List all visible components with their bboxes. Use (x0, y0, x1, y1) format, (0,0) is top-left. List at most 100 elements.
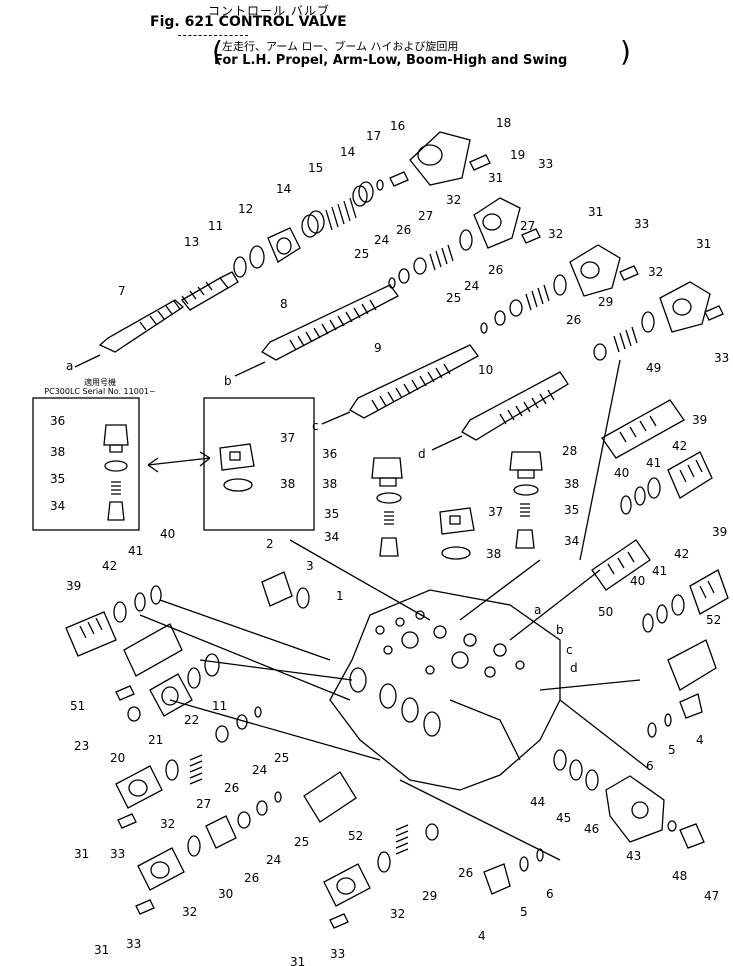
callout: 47 (704, 889, 719, 903)
english-subtitle: For L.H. Propel, Arm-Low, Boom-High and … (214, 53, 568, 68)
piston-30 (205, 815, 237, 849)
bolt-23 (115, 685, 135, 701)
cap-31d (115, 765, 163, 809)
callout: 26 (488, 263, 503, 277)
ring-40b (642, 613, 654, 633)
callout: 6 (646, 759, 654, 773)
callout: 26 (458, 866, 473, 880)
leader-line-8 (399, 779, 561, 861)
callout: 33 (634, 217, 649, 231)
inset-caption: 適用号機 PC300LC Serial No. 11001~ (30, 378, 170, 396)
callout: 41 (652, 564, 667, 578)
plug-28 (509, 451, 543, 479)
collar-26a (413, 257, 427, 275)
callout: 26 (396, 223, 411, 237)
callout: 29 (598, 295, 613, 309)
figure-title: Fig. 621 CONTROL VALVE (150, 14, 347, 30)
o-ring-32a (459, 229, 473, 251)
leader-d (431, 435, 463, 451)
leader-line-1 (159, 599, 331, 661)
callout: 13 (184, 235, 199, 249)
callout: 38 (322, 477, 337, 491)
o-ring-38-mid-right (441, 546, 471, 560)
callout: 11 (212, 699, 227, 713)
spring-35-mid (384, 511, 394, 525)
leader-line-2 (139, 614, 351, 701)
ring-46 (585, 769, 599, 791)
o-ring-38-inset (104, 460, 128, 472)
ring-45 (569, 759, 583, 781)
spring-27a (429, 244, 454, 271)
o-ring-38-28 (513, 484, 539, 496)
callout: 39 (712, 525, 727, 539)
callout: 23 (74, 739, 89, 753)
figure-header: コントロール バルブ Fig. 621 CONTROL VALVE ( 左走行、… (150, 2, 710, 72)
ring-42b (671, 594, 685, 616)
callout: 10 (478, 363, 493, 377)
ring-25c (254, 706, 262, 718)
plug-36-inset (103, 424, 129, 453)
piston-34-mid (379, 537, 399, 557)
callout: 2 (266, 537, 274, 551)
callout: 30 (218, 887, 233, 901)
spool-10 (461, 371, 569, 441)
ring-41a (634, 486, 646, 506)
callout: b (224, 374, 232, 388)
callout: 34 (50, 499, 65, 513)
bolt-33c (704, 305, 724, 321)
callout: 32 (648, 265, 663, 279)
ring-41c (134, 592, 146, 612)
ring-5b (519, 856, 529, 872)
ring-42a (647, 477, 661, 499)
leader-line-6 (539, 679, 641, 691)
japanese-title: コントロール バルブ (208, 4, 330, 18)
callout: 39 (66, 579, 81, 593)
callout: 14 (276, 182, 291, 196)
callout: 24 (464, 279, 479, 293)
callout: 33 (714, 351, 729, 365)
collar-26d (215, 725, 229, 743)
ring-25b (480, 322, 488, 334)
o-ring-11b (204, 653, 220, 677)
spring-35-inset (111, 481, 121, 495)
plug-36-mid (371, 457, 403, 487)
o-ring-32c (641, 311, 655, 333)
callout: 27 (418, 209, 433, 223)
callout: 20 (110, 751, 125, 765)
collar-14b (352, 181, 374, 207)
spring-27c (189, 754, 203, 785)
collar-14a (301, 210, 325, 238)
callout: 49 (646, 361, 661, 375)
callout: 15 (308, 161, 323, 175)
callout: 34 (324, 530, 339, 544)
callout: 22 (184, 713, 199, 727)
callout: 35 (564, 503, 579, 517)
callout: 4 (478, 929, 486, 943)
callout: 38 (280, 477, 295, 491)
callout: 16 (390, 119, 405, 133)
valve-49 (601, 399, 685, 459)
callout: 42 (672, 439, 687, 453)
callout: c (566, 643, 573, 657)
double-arrow (147, 451, 211, 473)
cap-31c (659, 281, 711, 333)
callout: b (556, 623, 564, 637)
japanese-subtitle: 左走行、アーム ロー、ブーム ハイおよび旋回用 (222, 40, 459, 53)
spring-27b (525, 284, 550, 311)
collar-26b (509, 299, 523, 317)
leader-c (321, 411, 351, 425)
callout: 37 (280, 431, 295, 445)
callout: 25 (294, 835, 309, 849)
callout: 3 (306, 559, 314, 573)
cap-31a (473, 197, 521, 249)
o-ring-32e (187, 835, 201, 857)
callout: 41 (128, 544, 143, 558)
callout: 24 (252, 763, 267, 777)
callout: 38 (486, 547, 501, 561)
callout: a (534, 603, 541, 617)
bolt-16 (389, 171, 409, 187)
inset-caption-en: PC300LC Serial No. 11001~ (44, 387, 156, 396)
spool-7 (98, 271, 239, 353)
ring-25d (274, 791, 282, 803)
o-ring-32b (553, 274, 567, 296)
